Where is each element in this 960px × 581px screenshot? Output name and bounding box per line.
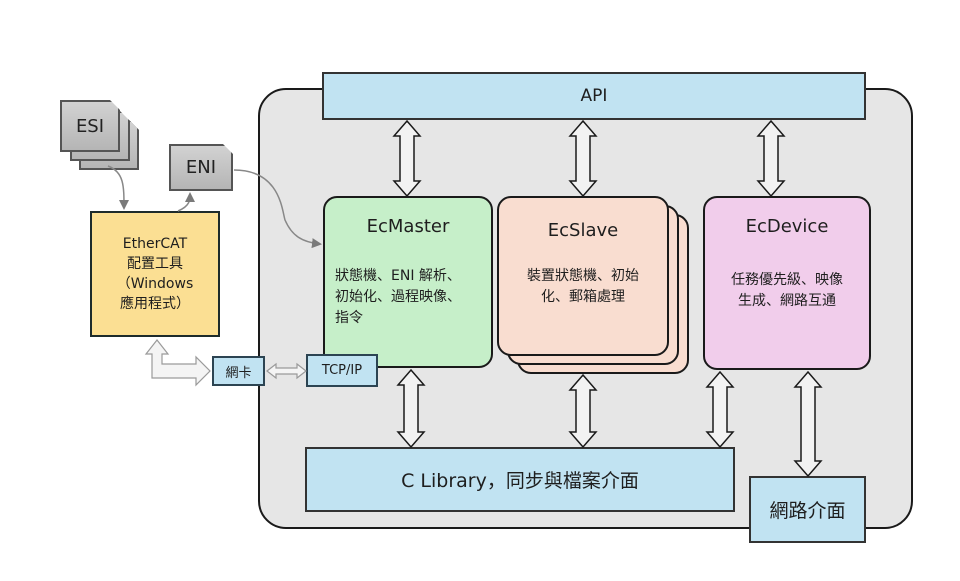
ecslave-description: 裝置狀態機、初始 化、郵箱處理 (499, 266, 667, 308)
config-tool-line-3: （Windows (116, 276, 194, 292)
ecdevice-module[interactable]: EcDevice 任務優先級、映像 生成、網路互通 (703, 196, 871, 370)
api-layer[interactable]: API (322, 72, 866, 120)
ecslave-desc-line: 化、郵箱處理 (541, 289, 625, 305)
config-tool-line-4: 應用程式） (120, 296, 190, 312)
ecslave-desc-line: 裝置狀態機、初始 (527, 268, 639, 284)
eni-to-ecmaster-arrow (233, 169, 322, 249)
ecdevice-desc-line: 任務優先級、映像 (731, 272, 843, 288)
nic-tcpip-arrow (266, 362, 307, 380)
ecmaster-description: 狀態機、ENI 解析、 初始化、過程映像、 指令 (335, 266, 461, 329)
nic-box[interactable]: 網卡 (212, 356, 265, 386)
network-interface-box[interactable]: 網路介面 (749, 476, 866, 543)
ecdevice-desc-line: 生成、網路互通 (738, 293, 836, 309)
nic-label: 網卡 (225, 365, 252, 381)
config-tool-line-2: 配置工具 (127, 256, 183, 272)
esi-file[interactable]: ESI (60, 100, 120, 152)
api-ecslave-arrow (568, 119, 598, 198)
config-tool-line-1: EtherCAT (122, 236, 188, 252)
ecdevice-description: 任務優先級、映像 生成、網路互通 (705, 270, 869, 312)
tool-nic-link-arrow (144, 339, 211, 387)
api-ecmaster-arrow (392, 119, 422, 198)
api-ecdevice-arrow (756, 119, 786, 198)
esi-label: ESI (75, 115, 105, 137)
eni-file[interactable]: ENI (169, 144, 233, 191)
ecmaster-module[interactable]: EcMaster 狀態機、ENI 解析、 初始化、過程映像、 指令 (323, 196, 493, 368)
ecdevice-clib-arrow (705, 370, 735, 449)
eni-label: ENI (185, 157, 217, 178)
api-label: API (580, 86, 608, 106)
ecmaster-desc-line: 指令 (335, 310, 363, 326)
tcpip-label: TCP/IP (321, 363, 363, 378)
network-interface-label: 網路介面 (769, 500, 846, 522)
ecslave-module[interactable]: EcSlave 裝置狀態機、初始 化、郵箱處理 (497, 196, 669, 356)
tool-to-eni-arrow (177, 192, 195, 212)
ecmaster-title: EcMaster (366, 216, 450, 237)
c-library-label: C Library，同步與檔案介面 (401, 470, 639, 492)
ethercat-config-tool[interactable]: EtherCAT 配置工具 （Windows 應用程式） (90, 211, 220, 337)
ecmaster-clib-arrow (396, 368, 426, 449)
c-library-layer[interactable]: C Library，同步與檔案介面 (305, 447, 735, 512)
vertical-arrows (392, 119, 823, 478)
ecmaster-desc-line: 初始化、過程映像、 (335, 289, 461, 305)
ecdevice-netif-arrow (793, 370, 823, 478)
ecmaster-desc-line: 狀態機、ENI 解析、 (335, 268, 461, 284)
ecslave-clib-arrow (568, 373, 598, 449)
ecdevice-title: EcDevice (745, 216, 829, 237)
tcpip-box[interactable]: TCP/IP (306, 354, 378, 387)
ecslave-title: EcSlave (547, 220, 619, 241)
esi-to-tool-arrow (107, 165, 129, 210)
